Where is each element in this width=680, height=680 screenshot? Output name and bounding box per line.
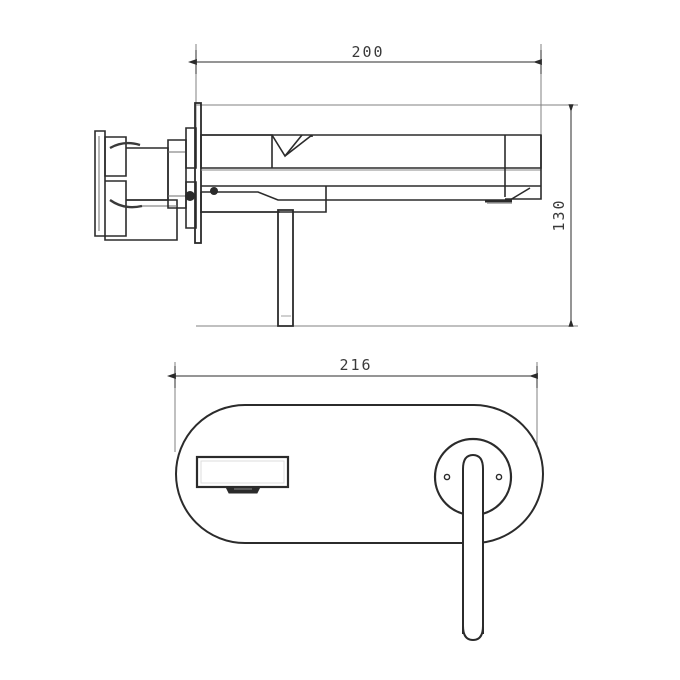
upper-jaw-curve [109, 141, 141, 150]
lever-handle-rounded-tip [462, 625, 484, 642]
spout-bevel-detail-2 [284, 134, 313, 157]
dimension-plate-width: 216 [166, 356, 538, 388]
side-view-extension-lines [195, 44, 578, 327]
lever-handle-profile [277, 209, 294, 327]
dimension-overall-height: 130 [550, 104, 574, 327]
spout-right-terminal [505, 135, 542, 200]
spout-base-block-upper [201, 134, 273, 168]
fixing-screw-dot [185, 191, 195, 201]
wall-plate-profile [194, 102, 202, 244]
escutcheon-screw-dot-right [495, 473, 503, 481]
dim-200-label: 200 [351, 43, 384, 61]
threaded-nipple-upper [185, 127, 197, 169]
valve-bonnet-collar [167, 139, 187, 209]
lever-handle-front-view [462, 453, 484, 634]
lower-clamp-jaw [105, 180, 127, 237]
rough-in-valve-body [94, 127, 197, 241]
spout-upper-slab [200, 134, 542, 169]
spout-base-screw-dot [210, 187, 218, 195]
spout-outlet-inner-rect [200, 460, 285, 484]
handle-escutcheon-group [433, 437, 513, 642]
front-elevation-view: 216 [166, 356, 544, 642]
lower-jaw-curve [109, 199, 143, 209]
spout-aerator-tab [225, 486, 261, 494]
dimension-spout-projection: 200 [187, 43, 542, 74]
dim-216-label: 216 [339, 356, 372, 374]
spout-outlet-face [195, 455, 290, 494]
mounting-flange-plate [94, 130, 106, 237]
wall-plate-edge-view [194, 102, 202, 244]
spout-base-block-lower [200, 192, 280, 213]
valve-body-box [126, 147, 169, 201]
upper-clamp-jaw [104, 136, 127, 177]
spout-base-bottom-edge [201, 186, 327, 213]
spout-body-side-view [200, 134, 542, 213]
dim-130-label: 130 [550, 198, 568, 231]
side-elevation-view: 200 130 [94, 43, 578, 327]
threaded-nipple-lower [185, 181, 197, 229]
escutcheon-screw-dot-left [443, 473, 451, 481]
spout-underside-taper [201, 187, 531, 201]
valve-body-lower-box [104, 199, 178, 241]
lever-handle-side-view [277, 209, 294, 327]
